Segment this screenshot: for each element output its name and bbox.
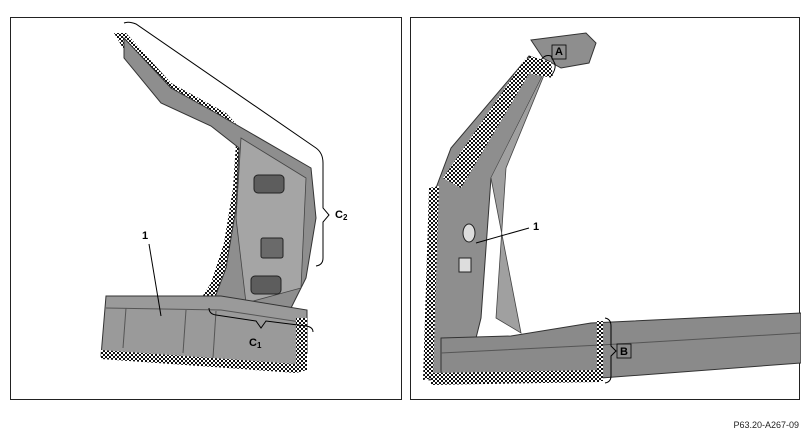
figure-reference: P63.20-A267-09 <box>733 420 799 430</box>
pillar-opening-upper <box>253 174 285 194</box>
label-a-box <box>551 44 567 60</box>
hatched-cut-zone-top <box>529 56 553 78</box>
leader-line-part-1 <box>475 227 530 244</box>
pillar-hole-upper <box>462 223 476 243</box>
rocker-rib-3 <box>212 310 217 359</box>
left-diagram-panel: C2 C1 1 <box>10 17 402 400</box>
hatched-cut-zone-rocker <box>101 350 296 373</box>
hatched-cut-zone-sill-section <box>597 321 603 381</box>
right-diagram: A B 1 <box>423 32 801 385</box>
rocker-rib-1 <box>122 307 127 349</box>
c1-bracket <box>208 307 314 333</box>
hatched-cut-zone-rocker-end <box>296 318 307 373</box>
rocker-rib-2 <box>182 309 187 354</box>
label-b: B <box>620 346 628 358</box>
a-pillar-inner-face <box>490 62 550 334</box>
b-bracket <box>604 317 617 384</box>
pillar-opening-lower <box>250 275 282 295</box>
left-diagram: C2 C1 1 <box>100 21 348 373</box>
rocker-crease <box>105 307 308 324</box>
c2-bracket <box>123 21 330 267</box>
right-diagram-panel: A B 1 <box>410 17 801 400</box>
label-c2: C2 <box>335 209 348 222</box>
label-part-1: 1 <box>142 230 148 242</box>
leader-line-part-1 <box>148 243 162 317</box>
pillar-opening-middle <box>260 237 284 259</box>
a-bracket <box>540 55 556 77</box>
hatched-cut-zone-pillar-lower <box>423 186 439 380</box>
hatched-cut-zone-pillar <box>114 33 249 313</box>
label-part-1: 1 <box>533 221 539 233</box>
label-a: A <box>555 46 563 58</box>
label-b-box <box>616 343 632 359</box>
pillar-hole-lower <box>458 257 472 273</box>
hatched-cut-zone-pillar-upper <box>443 58 536 188</box>
hatched-cut-zone-sill <box>431 370 601 385</box>
label-c1: C1 <box>249 337 262 350</box>
